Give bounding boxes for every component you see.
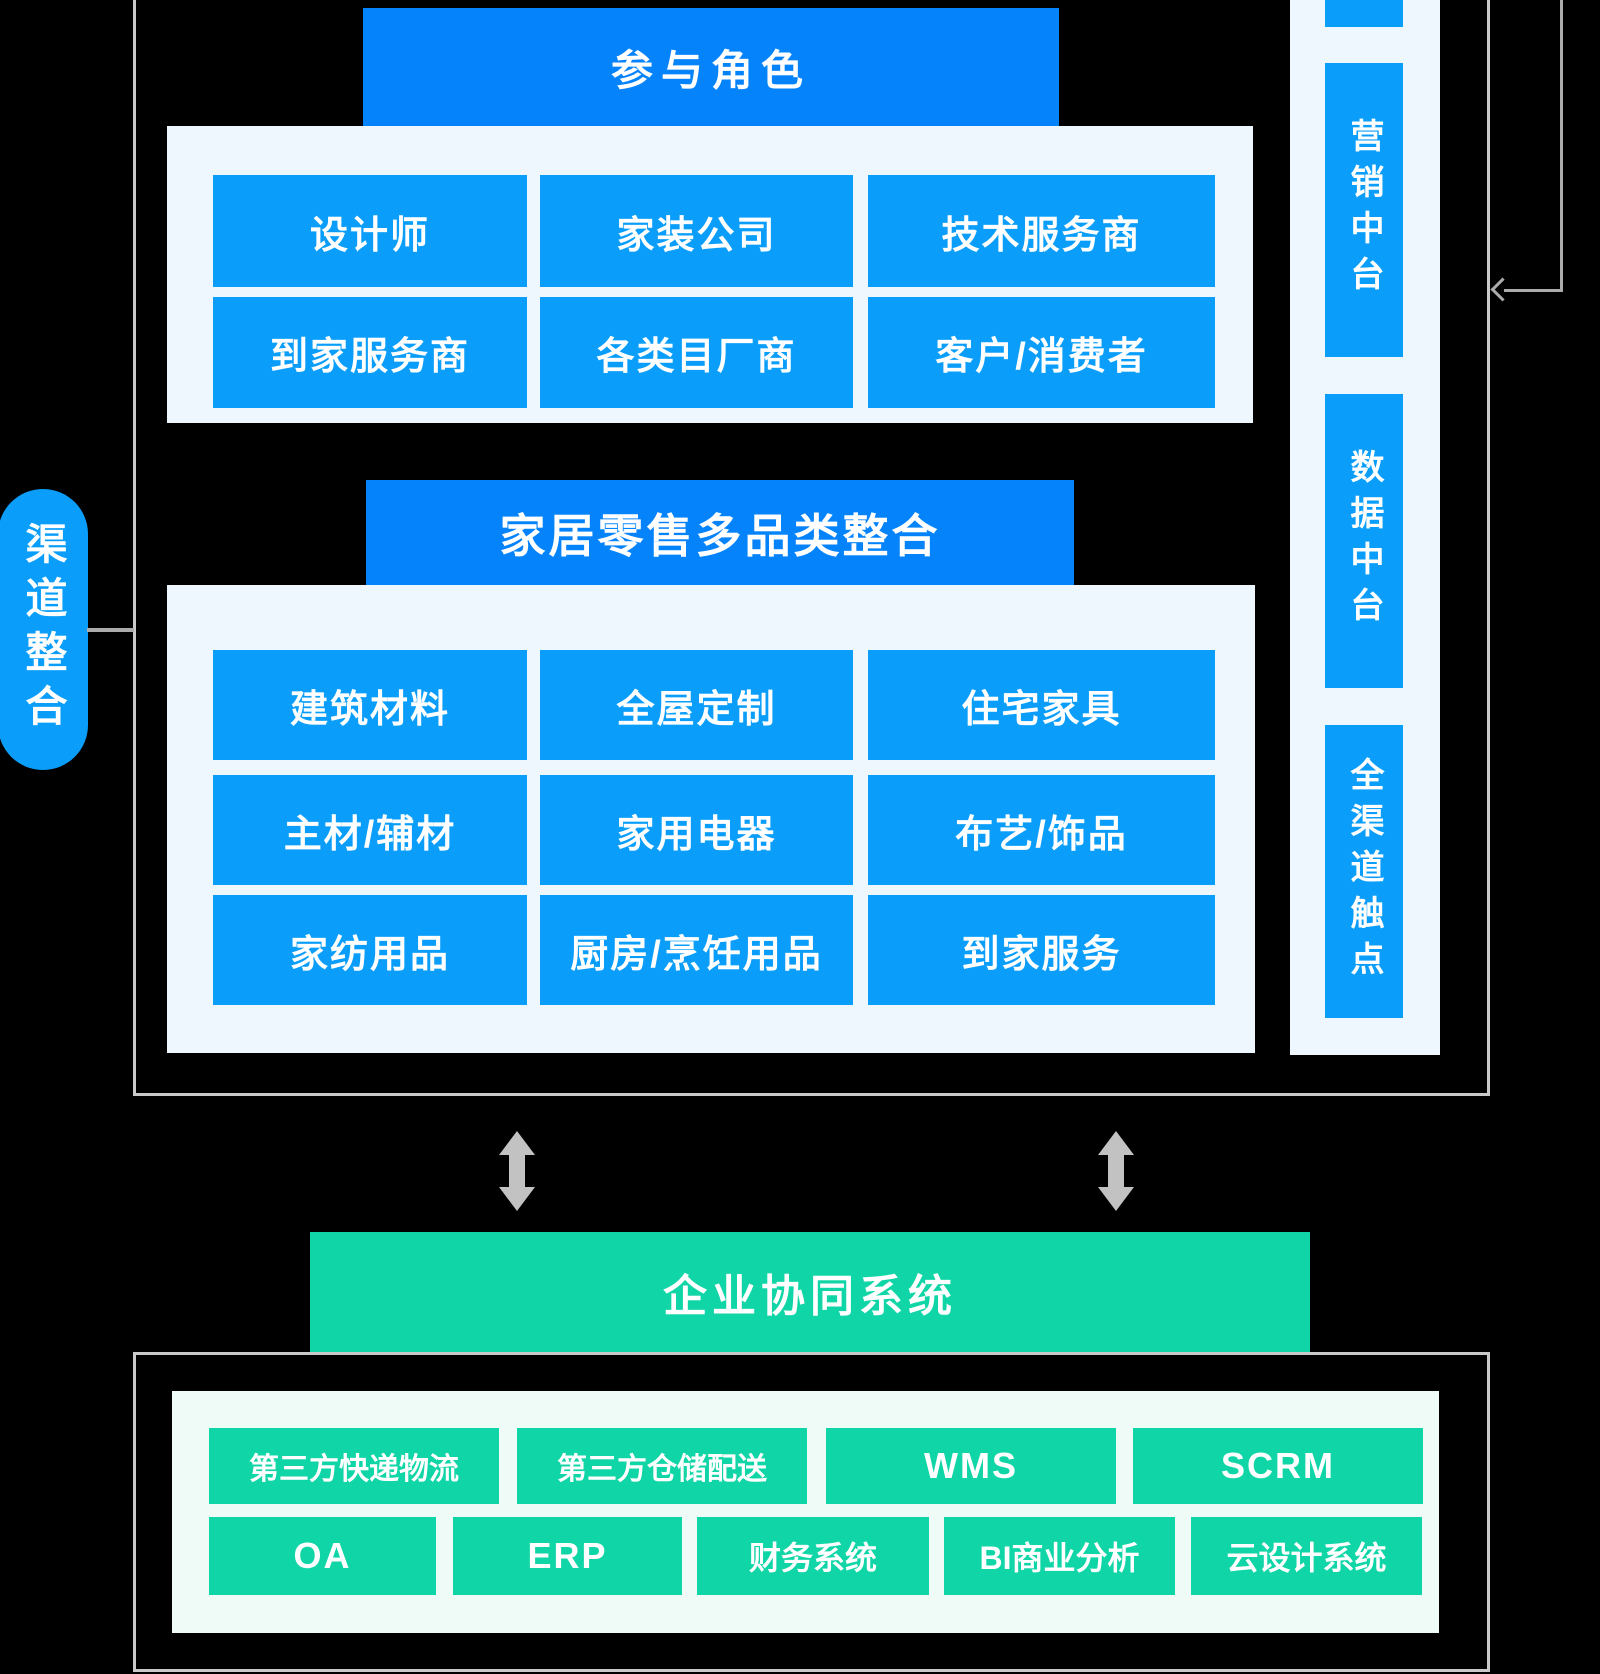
system-box: SCRM <box>1133 1428 1423 1504</box>
double-arrow-icon <box>499 1131 535 1211</box>
arrow-head-up <box>1098 1131 1134 1155</box>
system-box: 第三方快递物流 <box>209 1428 499 1504</box>
retail-header: 家居零售多品类整合 <box>366 480 1074 585</box>
system-box: 云设计系统 <box>1191 1517 1422 1595</box>
category-box: 家纺用品 <box>213 895 527 1005</box>
arrow-head-up <box>499 1131 535 1155</box>
category-box: 住宅家具 <box>868 650 1215 760</box>
system-box: 第三方仓储配送 <box>517 1428 807 1504</box>
roles-panel: 设计师 家装公司 技术服务商 到家服务商 各类目厂商 客户/消费者 <box>167 126 1253 423</box>
category-box: 布艺/饰品 <box>868 775 1215 885</box>
roles-header: 参与角色 <box>363 8 1059 126</box>
collaboration-panel: 第三方快递物流 第三方仓储配送 WMS SCRM OA ERP 财务系统 BI商… <box>172 1391 1439 1633</box>
category-box: 主材/辅材 <box>213 775 527 885</box>
channel-integration-frame <box>133 0 1490 1096</box>
retail-panel: 建筑材料 全屋定制 住宅家具 主材/辅材 家用电器 布艺/饰品 家纺用品 厨房/… <box>167 585 1255 1053</box>
pill-connector-line <box>87 628 134 632</box>
collaboration-frame <box>133 1352 1490 1672</box>
channel-pill-label: 渠道整合 <box>20 521 67 738</box>
role-box: 到家服务商 <box>213 297 527 408</box>
arrow-shaft <box>509 1155 525 1187</box>
platform-box: 全渠道触点 <box>1325 725 1403 1018</box>
category-box: 全屋定制 <box>540 650 853 760</box>
right-connector-vertical-line <box>1560 0 1563 292</box>
system-box: 财务系统 <box>697 1517 929 1595</box>
platform-panel: 营销中台 数据中台 全渠道触点 <box>1290 0 1440 1055</box>
channel-integration-pill: 渠道整合 <box>0 489 88 770</box>
system-box: OA <box>209 1517 436 1595</box>
category-box: 到家服务 <box>868 895 1215 1005</box>
role-box: 客户/消费者 <box>868 297 1215 408</box>
category-box: 厨房/烹饪用品 <box>540 895 853 1005</box>
arrow-shaft <box>1108 1155 1124 1187</box>
right-connector-horizontal-line <box>1504 289 1562 292</box>
platform-box: 数据中台 <box>1325 394 1403 688</box>
roles-header-label: 参与角色 <box>610 46 811 94</box>
role-box: 家装公司 <box>540 175 853 287</box>
collaboration-header: 企业协同系统 <box>310 1232 1310 1352</box>
platform-box: 营销中台 <box>1325 63 1403 357</box>
category-box: 建筑材料 <box>213 650 527 760</box>
left-arrow-icon <box>1490 277 1515 302</box>
system-box: ERP <box>453 1517 682 1595</box>
retail-header-label: 家居零售多品类整合 <box>499 509 941 562</box>
double-arrow-icon <box>1098 1131 1134 1211</box>
platform-box-clipped <box>1325 0 1403 27</box>
arrow-head-down <box>499 1187 535 1211</box>
system-box: WMS <box>826 1428 1116 1504</box>
collaboration-header-label: 企业协同系统 <box>663 1272 957 1321</box>
role-box: 技术服务商 <box>868 175 1215 287</box>
role-box: 设计师 <box>213 175 527 287</box>
category-box: 家用电器 <box>540 775 853 885</box>
arrow-head-down <box>1098 1187 1134 1211</box>
role-box: 各类目厂商 <box>540 297 853 408</box>
system-box: BI商业分析 <box>944 1517 1175 1595</box>
